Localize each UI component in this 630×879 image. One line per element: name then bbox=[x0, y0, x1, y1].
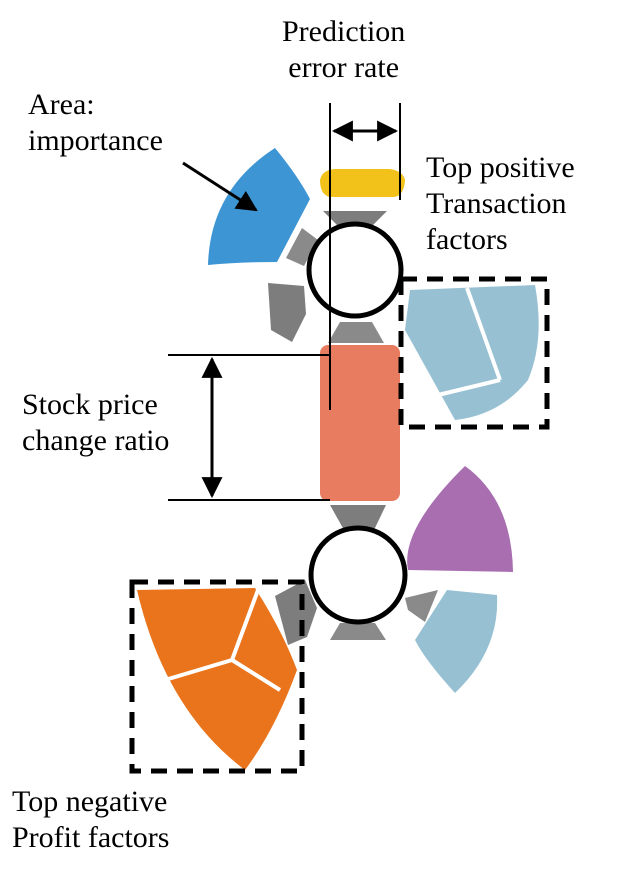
yellow-error-cap bbox=[320, 169, 405, 197]
lower-gray-wedge-left bbox=[275, 580, 317, 645]
purple-sector bbox=[407, 466, 513, 572]
prediction-error-rate-label: Prediction error rate bbox=[282, 14, 405, 86]
prediction-error-rate-line-2: error rate bbox=[288, 51, 400, 84]
blue-importance-sector bbox=[208, 148, 310, 265]
lower-gray-wedge-bottom bbox=[330, 623, 386, 640]
area-importance-label: Area: importance bbox=[28, 87, 163, 159]
top-negative-line-1: Top negative bbox=[12, 785, 168, 818]
negative-factors-divider-3 bbox=[230, 658, 282, 692]
area-importance-arrow bbox=[182, 161, 258, 212]
negative-factors-dashed-box bbox=[129, 579, 305, 774]
positive-factors-dashed-box bbox=[398, 276, 550, 430]
negative-factors-sector bbox=[137, 588, 297, 770]
positive-factors-divider-1 bbox=[465, 287, 502, 381]
lower-center-circle bbox=[308, 525, 408, 625]
negative-factors-divider-2 bbox=[164, 658, 233, 682]
upper-gray-wedge-left bbox=[268, 283, 306, 342]
positive-factors-sector bbox=[405, 285, 539, 420]
top-negative-line-2: Profit factors bbox=[12, 821, 170, 854]
stock-price-change-line-2: change ratio bbox=[22, 424, 170, 457]
stock-price-change-label: Stock price change ratio bbox=[22, 387, 169, 459]
upper-center-circle bbox=[306, 221, 404, 319]
top-positive-line-2: Transaction bbox=[426, 187, 567, 220]
negative-factors-divider-1 bbox=[230, 589, 260, 661]
upper-gray-wedge-bottom bbox=[328, 322, 384, 343]
upper-gray-wedge-upper-left bbox=[286, 228, 318, 266]
upper-gray-wedge-top bbox=[323, 211, 387, 228]
positive-factors-divider-2 bbox=[437, 378, 501, 397]
lower-gray-wedge-top bbox=[330, 505, 386, 530]
stock-price-change-line-1: Stock price bbox=[22, 388, 158, 421]
top-positive-line-3: factors bbox=[426, 223, 508, 256]
lower-light-blue-sector bbox=[415, 590, 498, 693]
top-positive-label: Top positive Transaction factors bbox=[426, 150, 575, 258]
top-negative-label: Top negative Profit factors bbox=[12, 784, 169, 856]
stock-price-bar bbox=[320, 345, 400, 501]
area-importance-line-2: importance bbox=[28, 124, 163, 157]
lower-gray-wedge-right bbox=[405, 590, 438, 622]
prediction-error-rate-line-1: Prediction bbox=[282, 15, 406, 48]
area-importance-line-1: Area: bbox=[28, 88, 95, 121]
top-positive-line-1: Top positive bbox=[426, 151, 575, 184]
